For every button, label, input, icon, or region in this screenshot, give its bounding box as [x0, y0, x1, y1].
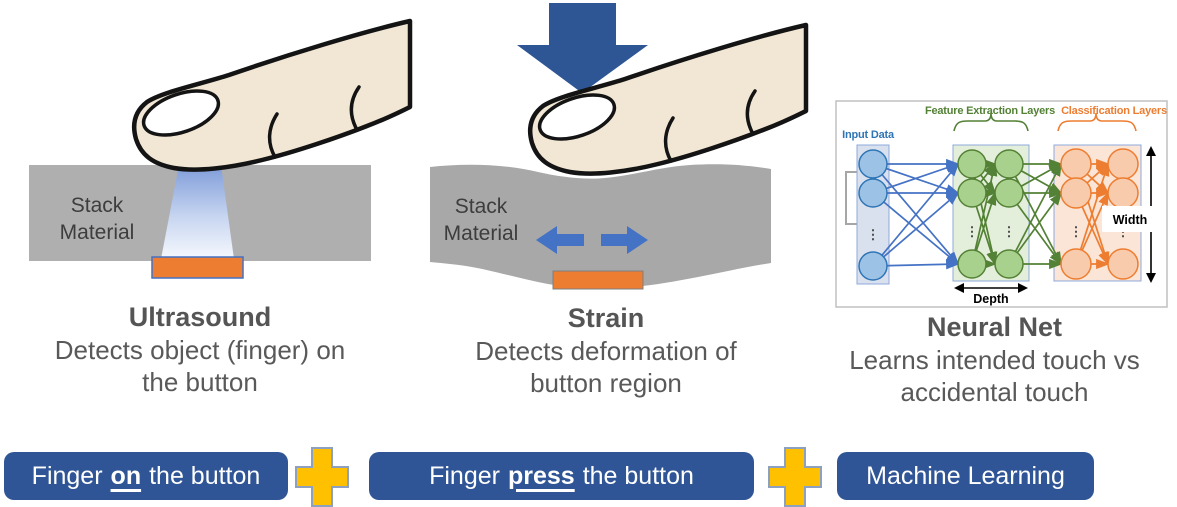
strain-title: Strain: [567, 303, 645, 333]
pill2-suffix: the button: [582, 461, 694, 490]
neural-net-desc-line1: Learns intended touch vs: [849, 345, 1140, 375]
strain-desc-line1: Detects deformation of: [475, 336, 737, 366]
pill3-label: Machine Learning: [866, 461, 1065, 490]
depth-dimension-arrow: [954, 283, 1028, 293]
ultrasound-desc-line1: Detects object (finger) on: [54, 335, 346, 365]
pill1-prefix: Finger: [31, 461, 103, 490]
pill1-emphasis: on: [110, 461, 142, 490]
width-label-background: [1102, 206, 1158, 232]
stack-label-left-line1: Stack: [71, 194, 124, 217]
feature-ellipsis-1: ⋮: [966, 224, 979, 239]
width-label: Width: [1113, 213, 1148, 227]
depth-label: Depth: [973, 292, 1008, 306]
feature-ellipsis-2: ⋮: [1003, 224, 1016, 239]
ultrasound-beam: [161, 165, 234, 259]
input-bracket: [845, 171, 866, 225]
pill1-suffix: the button: [149, 461, 261, 490]
strain-sensor: [552, 270, 644, 290]
ultrasound-desc-line2: the button: [142, 367, 258, 397]
feature-brace: [953, 112, 1029, 132]
classification-ellipsis-1: ⋮: [1070, 224, 1083, 239]
neural-net-desc-line2: accidental touch: [900, 377, 1089, 407]
ultrasound-transducer: [151, 256, 244, 279]
input-data-label: Input Data: [842, 129, 895, 141]
stack-label-mid-line2: Material: [444, 222, 519, 245]
input-ellipsis: ⋮: [867, 227, 880, 242]
pill2-emphasis: press: [507, 461, 575, 490]
stack-label-mid-line1: Stack: [455, 195, 508, 218]
strain-arrow-right-icon: [601, 226, 648, 254]
strain-desc-line2: button region: [530, 368, 682, 398]
input-layer-nodes: [858, 149, 888, 281]
stack-material-band-deformed: [430, 164, 771, 288]
pill2-prefix: Finger: [429, 461, 500, 490]
feature-layer-nodes: [957, 149, 1024, 279]
ultrasound-title: Ultrasound: [128, 302, 272, 332]
ultrasound-caption: Ultrasound Detects object (finger) on th…: [5, 301, 395, 398]
press-down-arrow-icon: [517, 3, 648, 93]
classification-brace: [1057, 112, 1137, 132]
plus-icon-2: [768, 447, 822, 507]
strain-caption: Strain Detects deformation of button reg…: [420, 302, 792, 399]
input-to-feature-connections: [872, 158, 960, 270]
stack-label-left-line2: Material: [60, 221, 135, 244]
strain-arrow-left-icon: [536, 226, 584, 254]
feature-extraction-label: Feature Extraction Layers: [925, 105, 1055, 117]
classification-label: Classification Layers: [1061, 105, 1167, 117]
neural-net-title: Neural Net: [926, 312, 1063, 342]
plus-icon-1: [295, 447, 349, 507]
machine-learning-pill: Machine Learning: [837, 452, 1094, 500]
finger-illustration-left: [134, 21, 410, 170]
classification-layer-nodes: [1060, 148, 1139, 280]
neural-net-caption: Neural Net Learns intended touch vs acci…: [812, 311, 1177, 408]
